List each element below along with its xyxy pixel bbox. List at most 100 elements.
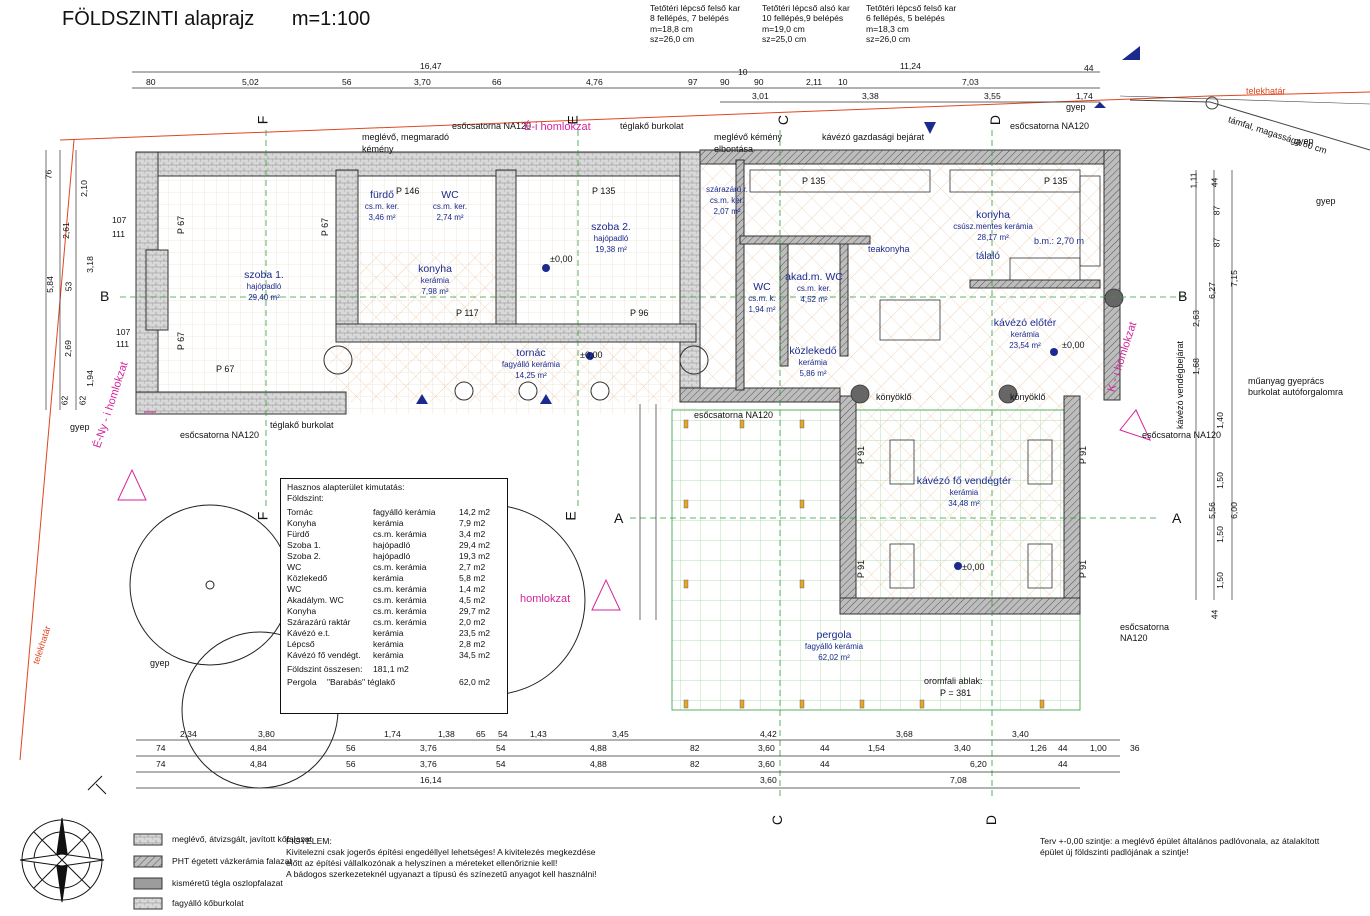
room-area: 4,52 m² [800, 295, 828, 304]
warning-notes: FIGYELEM: Kivitelezni csak jogerős építé… [286, 836, 597, 880]
dim-label: 3,60 [760, 775, 777, 785]
dim-label: 1,38 [438, 729, 455, 739]
area-table: Hasznos alapterület kimutatás: Földszint… [280, 478, 508, 714]
area-table-subtitle: Földszint: [287, 493, 324, 503]
room-name: konyha [418, 263, 452, 275]
label-meglevo-kemeny: meglévő kémény [714, 132, 783, 142]
cell-room: Közlekedő [287, 573, 328, 583]
cell-room: Konyha [287, 606, 317, 616]
room-area: 1,94 m² [748, 305, 776, 314]
dim-label: 4,84 [250, 759, 267, 769]
room-material: fagyálló kerámia [804, 642, 864, 651]
dim-label: 44 [1084, 63, 1094, 73]
dim-label: 56 [346, 743, 356, 753]
dim-label: 111 [116, 339, 130, 349]
stair-note-line: Tetőtéri lépcső felső kar [650, 3, 741, 13]
window-label: P 67 [176, 331, 187, 351]
cell-area: 19,3 m2 [459, 551, 491, 561]
label-gyep: gyep [70, 422, 90, 432]
window-label: P 135 [802, 176, 826, 186]
dim-label: 11,24 [900, 61, 921, 71]
room-label: fürdő cs.m. ker. 3,46 m² [354, 190, 410, 223]
cell-area: 34,5 m2 [459, 650, 491, 660]
room-name: konyha [976, 209, 1010, 221]
window-label: P 67 [176, 215, 187, 235]
dim-label: 80 [146, 77, 156, 87]
level-note-line: épület új földszinti padlójának a szintj… [1040, 847, 1189, 857]
section-mark: B [1178, 288, 1188, 304]
section-mark: D [987, 114, 1004, 126]
notes-line: A bádogos szerkezeteknél ugyanazt a típu… [286, 869, 597, 879]
cell-room: Lépcső [287, 639, 315, 649]
window-label: P 96 [630, 308, 649, 318]
dim-label: 62 [77, 395, 88, 406]
dim-label: 97 [688, 77, 698, 87]
dim-label: 2,34 [180, 729, 197, 739]
label-konyoklo: könyöklő [1010, 392, 1046, 402]
room-material: csúsz.mentes kerámia [953, 222, 1033, 231]
dim-label: 4,42 [760, 729, 777, 739]
cell-material: kerámia [373, 650, 404, 660]
dim-label: 62 [59, 395, 70, 406]
room-label: szoba 1. hajópadló 29,40 m² [214, 270, 314, 303]
dim-label: 53 [63, 281, 74, 292]
walls-stone [135, 151, 701, 415]
room-material: hajópadló [246, 282, 282, 291]
room-area: 14,25 m² [515, 371, 547, 380]
window-label: P 91 [1078, 445, 1089, 465]
label-esocsatorna: esőcsatorna NA120 [180, 430, 260, 440]
dim-label: 3,45 [612, 729, 629, 739]
cell-area: 2,8 m2 [459, 639, 486, 649]
area-table-title: Hasznos alapterület kimutatás: [287, 482, 405, 492]
dim-label: 36 [1130, 743, 1140, 753]
dim-label: 65 [476, 729, 486, 739]
stair-note-line: m=18,3 cm [866, 23, 909, 34]
room-area: 23,54 m² [1009, 341, 1041, 350]
dim-label: 1,11 [1188, 172, 1199, 189]
dim-label: 3,55 [984, 91, 1001, 101]
level-mark: ±0,00 [550, 254, 573, 264]
label-gyeprács2: burkolat autóforgalomra [1248, 387, 1344, 397]
section-mark: A [1172, 510, 1182, 526]
cell-room: Szoba 2. [287, 551, 321, 561]
dim-label: 3,38 [862, 91, 879, 101]
window-label: P 135 [592, 186, 616, 196]
dim-label: 10 [838, 77, 848, 87]
label-gyeprács: műanyag gyeprács [1248, 376, 1325, 386]
cell-room: WC [287, 584, 302, 594]
stair-note-2: Tetőtéri lépcső alsó kar 10 fellépés,9 b… [762, 3, 850, 44]
legend-item: meglévő, átvizsgált, javított kőfalazat [172, 834, 312, 844]
stair-note-3: Tetőtéri lépcső felső kar 6 fellépés, 5 … [866, 3, 956, 44]
dim-label: 3,60 [758, 759, 775, 769]
dim-label: 3,60 [758, 743, 775, 753]
level-note-line: Terv +-0,00 szintje: a meglévő épület ál… [1040, 836, 1320, 846]
dim-label: 3,80 [258, 729, 275, 739]
label-gyep: gyep [1294, 136, 1314, 146]
room-material: hajópadló [593, 234, 629, 243]
room-area: 28,17 m² [977, 233, 1009, 242]
room-name: szárazárú r. [706, 185, 748, 194]
dim-label: 82 [690, 743, 700, 753]
dim-label: 6,27 [1206, 282, 1217, 299]
label-elbontasa: elbontása [714, 144, 754, 154]
room-name: szoba 2. [591, 221, 631, 233]
cell-material: kerámia [373, 518, 404, 528]
window-label: P 67 [320, 217, 331, 237]
dim-label: 1,74 [384, 729, 401, 739]
label-esocsatorna: esőcsatorna NA120 [694, 410, 774, 420]
room-material: kerámia [420, 276, 450, 285]
cell-material: cs.m. kerámia [373, 562, 427, 572]
room-area: 19,38 m² [595, 245, 627, 254]
label-homlokzat-d: homlokzat [520, 593, 571, 605]
room-label: WC cs.m. ker. 2,74 m² [422, 190, 478, 223]
room-area: 62,02 m² [818, 653, 850, 662]
dim-label: 4,88 [590, 743, 607, 753]
level-mark: ±0,00 [580, 350, 603, 360]
area-table-header: Hasznos alapterület kimutatás: Földszint… [287, 482, 405, 504]
cell-total-value: 181,1 m2 [373, 664, 409, 674]
